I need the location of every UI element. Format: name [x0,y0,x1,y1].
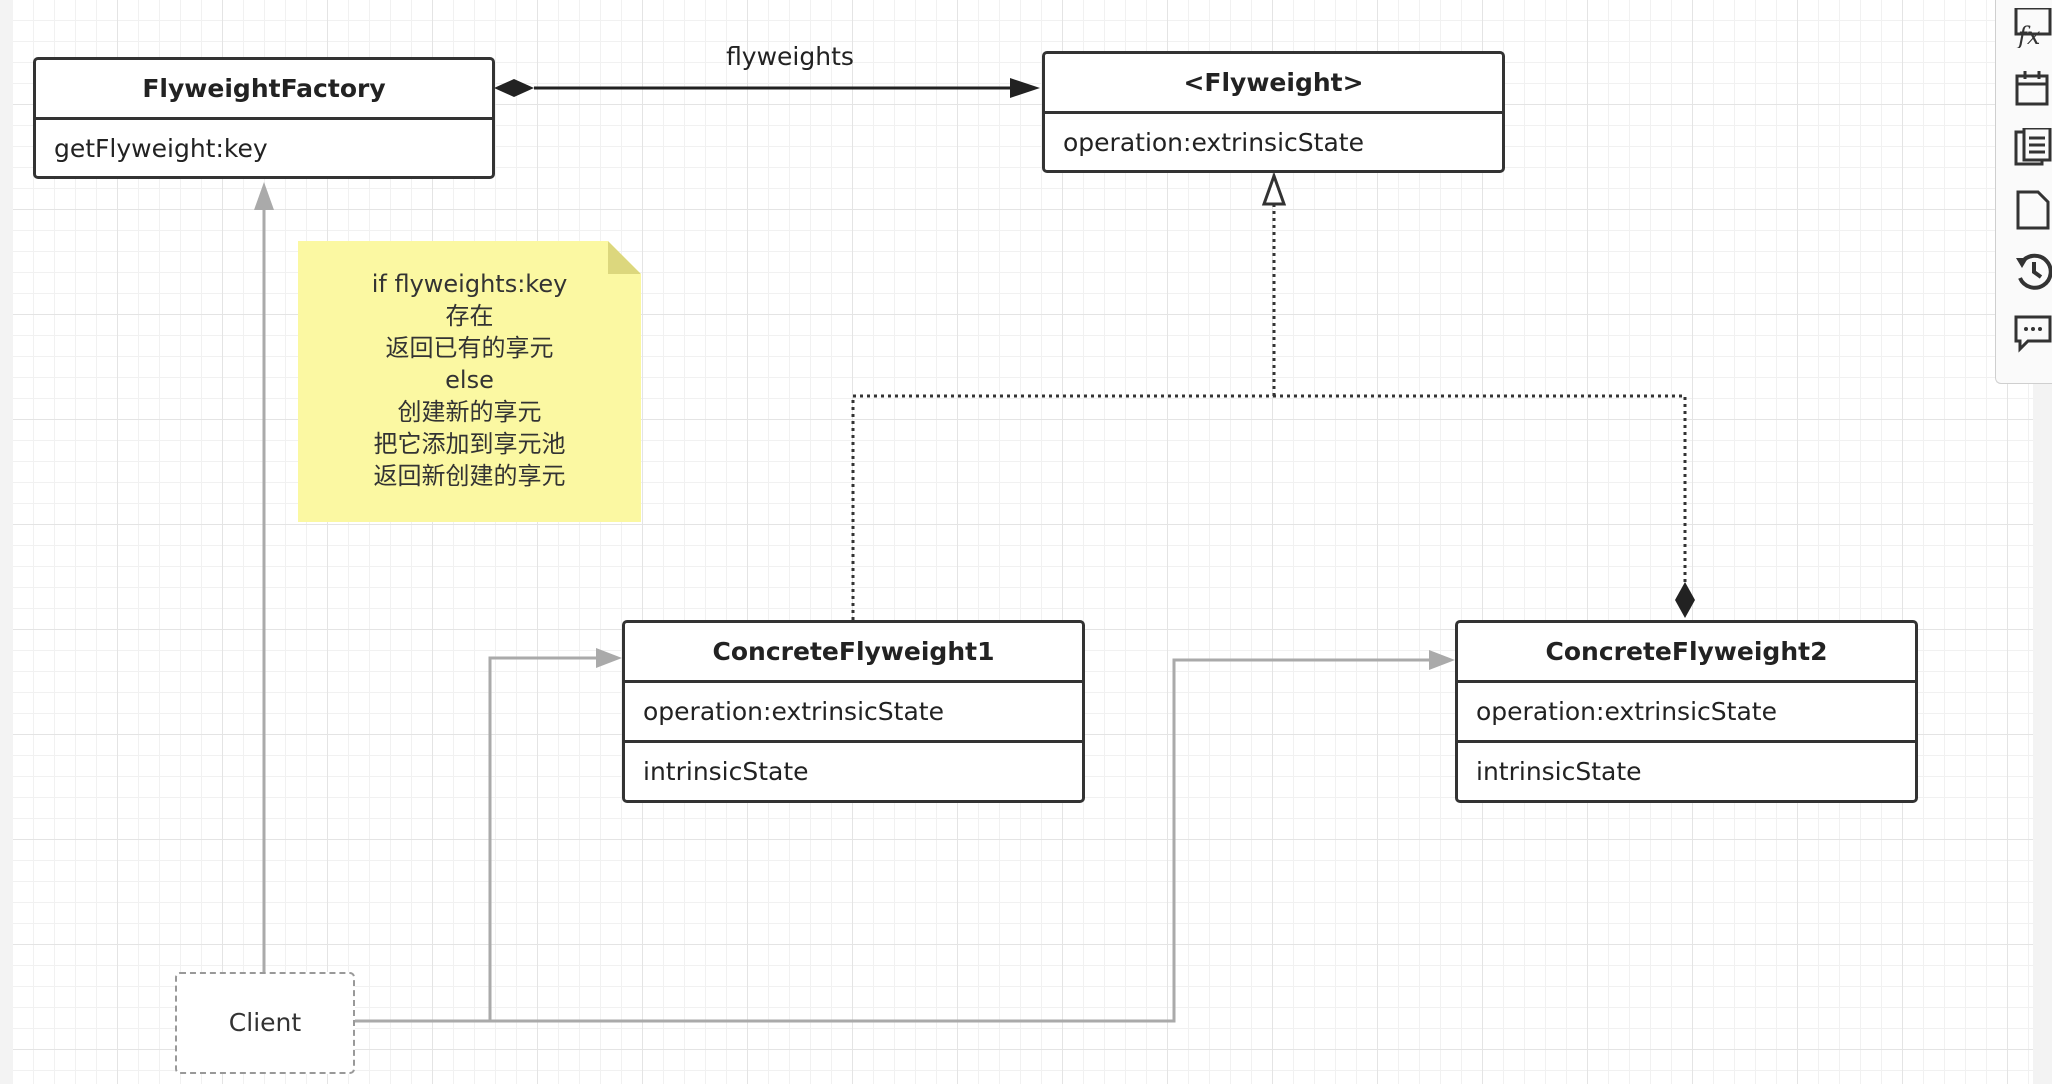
class-member: operation:extrinsicState [643,697,944,726]
class-member: intrinsicState [1458,740,1915,800]
class-name: ConcreteFlyweight2 [1458,623,1915,683]
note-line: else [445,366,494,394]
calendar-icon[interactable] [2014,68,2052,108]
class-flyweight-interface[interactable]: <Flyweight> operation:extrinsicState [1042,51,1505,173]
comment-icon[interactable] [2014,315,2052,355]
note-line: 返回新创建的享元 [373,462,566,490]
note-line: 创建新的享元 [397,398,542,426]
edge-label-flyweights: flyweights [726,42,854,71]
class-concrete-flyweight-1[interactable]: ConcreteFlyweight1 operation:extrinsicSt… [622,620,1085,803]
class-member: intrinsicState [625,740,1082,800]
class-flyweight-factory[interactable]: FlyweightFactory getFlyweight:key [33,57,495,179]
client-node[interactable]: Client [175,972,355,1074]
svg-text:fx: fx [2016,22,2041,48]
note-line: 存在 [445,302,494,330]
note-line: 返回已有的享元 [385,334,554,362]
history-icon[interactable] [2014,252,2052,292]
class-member: operation:extrinsicState [1476,697,1777,726]
function-icon[interactable]: fx [2014,8,2052,48]
class-name: FlyweightFactory [36,60,492,120]
sticky-note[interactable]: if flyweights:key 存在 返回已有的享元 else 创建新的享元… [298,241,641,522]
class-member: getFlyweight:key [54,134,268,163]
class-name: ConcreteFlyweight1 [625,623,1082,683]
note-text: if flyweights:key 存在 返回已有的享元 else 创建新的享元… [298,268,641,492]
class-concrete-flyweight-2[interactable]: ConcreteFlyweight2 operation:extrinsicSt… [1455,620,1918,803]
class-member: operation:extrinsicState [1063,128,1364,157]
note-line: if flyweights:key [371,270,568,298]
right-toolbar: fx [1995,0,2052,384]
note-line: 把它添加到享元池 [373,430,566,458]
class-name: <Flyweight> [1045,54,1502,114]
page-icon[interactable] [2014,190,2052,230]
pages-icon[interactable] [2014,128,2052,168]
